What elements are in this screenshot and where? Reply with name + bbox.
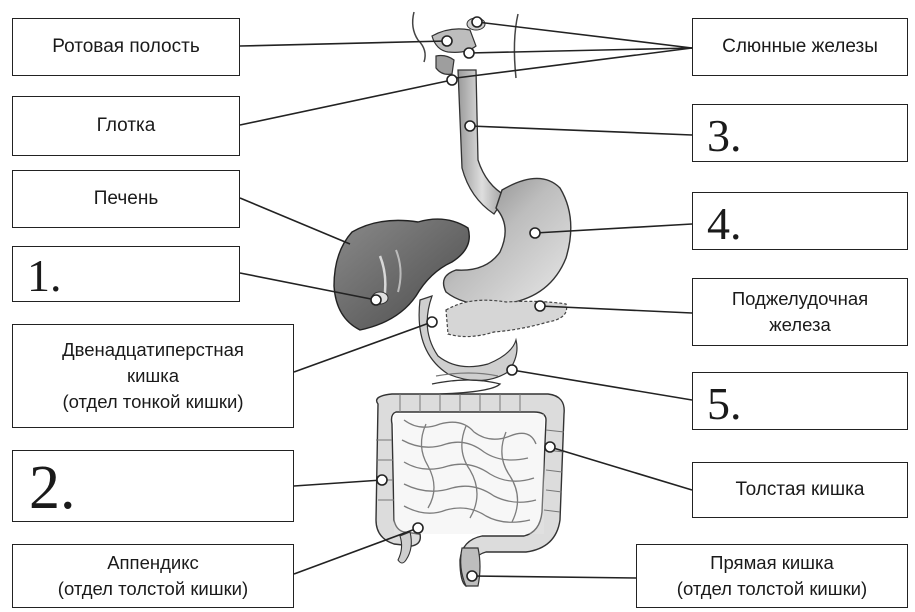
label-salivary-glands-text: Слюнные железы bbox=[722, 34, 878, 60]
label-pancreas-text: Поджелудочная железа bbox=[732, 286, 868, 339]
label-duodenum: Двенадцатиперстная кишка (отдел тонкой к… bbox=[12, 324, 294, 428]
blank-number-1: 1. bbox=[27, 253, 62, 299]
esophagus bbox=[458, 70, 506, 214]
label-appendix: Аппендикс (отдел толстой кишки) bbox=[12, 544, 294, 608]
blank-number-3: 3. bbox=[707, 113, 742, 159]
label-large-intestine: Толстая кишка bbox=[692, 462, 908, 518]
blank-number-4: 4. bbox=[707, 201, 742, 247]
blank-answer-2[interactable]: 2. bbox=[12, 450, 294, 522]
blank-answer-5[interactable]: 5. bbox=[692, 372, 908, 430]
rectum bbox=[461, 548, 480, 586]
appendix bbox=[398, 532, 411, 563]
label-oral-cavity-text: Ротовая полость bbox=[52, 34, 199, 60]
label-pharynx-text: Глотка bbox=[97, 113, 156, 139]
label-pancreas: Поджелудочная железа bbox=[692, 278, 908, 346]
blank-number-2: 2. bbox=[29, 457, 76, 519]
label-rectum-text: Прямая кишка (отдел толстой кишки) bbox=[677, 550, 867, 603]
label-large-intestine-text: Толстая кишка bbox=[736, 477, 865, 503]
label-rectum: Прямая кишка (отдел толстой кишки) bbox=[636, 544, 908, 608]
label-salivary-glands: Слюнные железы bbox=[692, 18, 908, 76]
label-appendix-text: Аппендикс (отдел толстой кишки) bbox=[58, 550, 248, 603]
blank-answer-4[interactable]: 4. bbox=[692, 192, 908, 250]
mouth-and-salivary-glands bbox=[413, 12, 518, 78]
label-liver: Печень bbox=[12, 170, 240, 228]
pancreas bbox=[446, 300, 567, 336]
blank-number-5: 5. bbox=[707, 381, 742, 427]
label-oral-cavity: Ротовая полость bbox=[12, 18, 240, 76]
blank-answer-3[interactable]: 3. bbox=[692, 104, 908, 162]
blank-answer-1[interactable]: 1. bbox=[12, 246, 240, 302]
label-duodenum-text: Двенадцатиперстная кишка (отдел тонкой к… bbox=[62, 337, 244, 416]
label-liver-text: Печень bbox=[94, 186, 158, 212]
label-pharynx: Глотка bbox=[12, 96, 240, 156]
